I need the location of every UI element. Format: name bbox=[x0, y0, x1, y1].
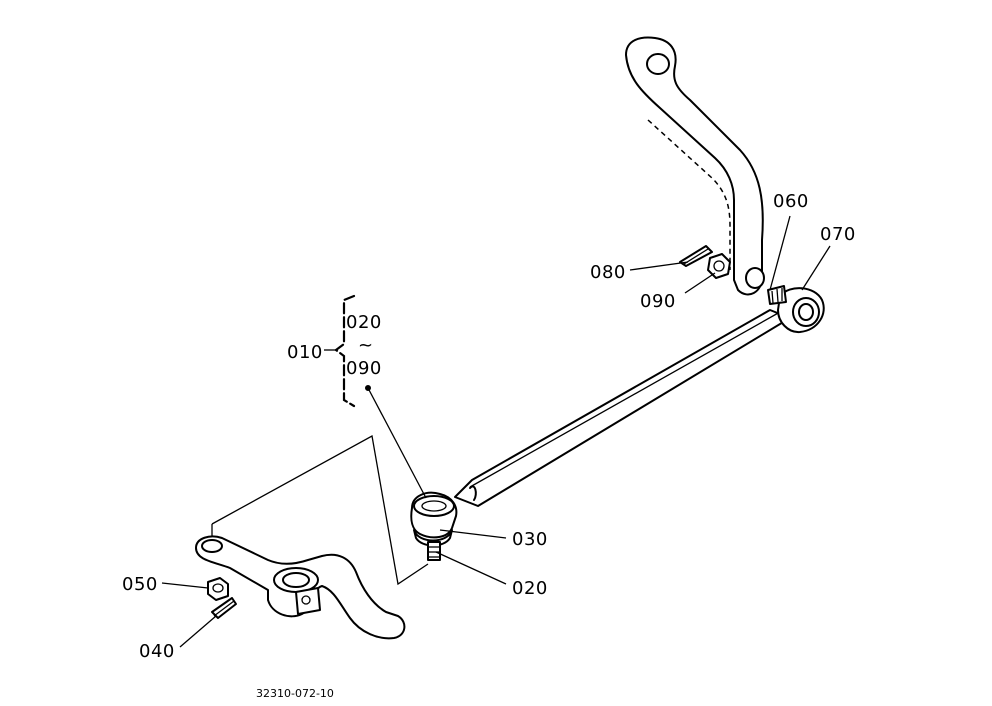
label-020-range-start: 020 bbox=[346, 312, 382, 333]
knuckle-arm bbox=[195, 535, 406, 640]
cotter-pin-040 bbox=[211, 597, 237, 619]
left-ball-joint bbox=[410, 491, 458, 561]
label-range-tilde: ~ bbox=[358, 335, 374, 356]
leader-lines bbox=[161, 215, 831, 648]
nut-050 bbox=[207, 577, 229, 601]
pitman-arm bbox=[625, 36, 765, 296]
label-090-range-end: 090 bbox=[346, 358, 382, 379]
label-040: 040 bbox=[139, 641, 175, 662]
drag-link-rod bbox=[454, 309, 791, 507]
assembly-outline bbox=[211, 434, 429, 586]
cotter-pin-080 bbox=[679, 245, 713, 267]
label-070: 070 bbox=[820, 224, 856, 245]
right-rod-end bbox=[767, 285, 825, 334]
assembly-bracket bbox=[324, 294, 356, 408]
nut-090 bbox=[707, 253, 731, 279]
callout-labels: 010 020 ~ 090 030 020 050 040 060 070 08… bbox=[122, 191, 856, 700]
label-020: 020 bbox=[512, 578, 548, 599]
reference-number: 32310-072-10 bbox=[256, 687, 334, 700]
label-090: 090 bbox=[640, 291, 676, 312]
label-010: 010 bbox=[287, 342, 323, 363]
label-030: 030 bbox=[512, 529, 548, 550]
label-060: 060 bbox=[773, 191, 809, 212]
label-050: 050 bbox=[122, 574, 158, 595]
label-080: 080 bbox=[590, 262, 626, 283]
